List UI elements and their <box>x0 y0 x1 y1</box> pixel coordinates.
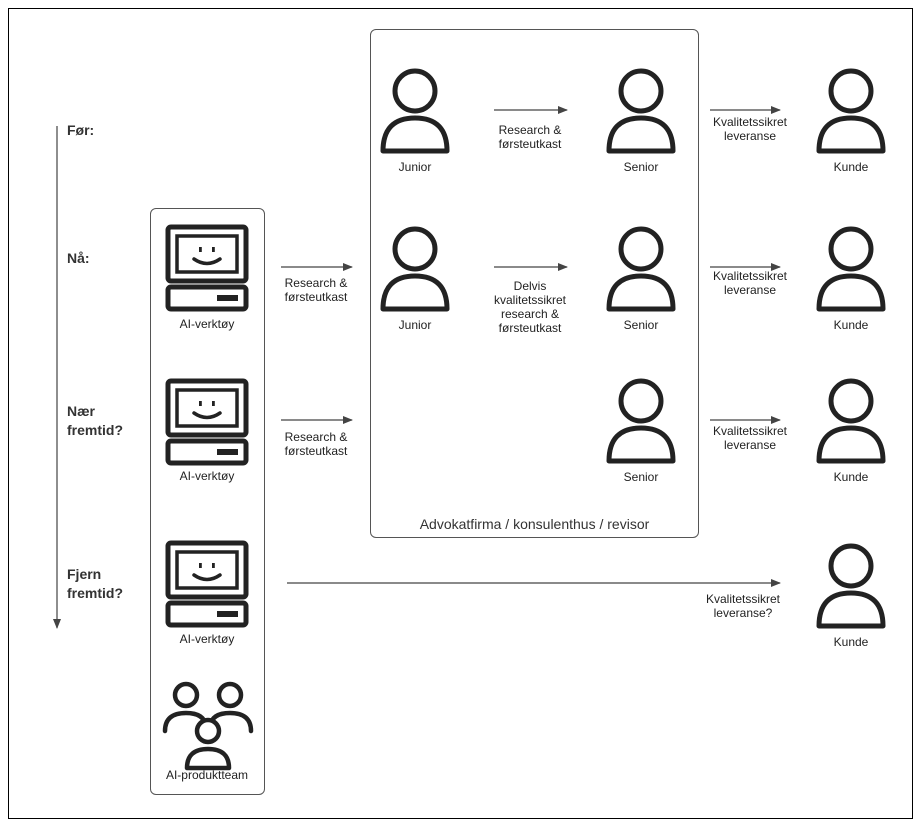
ai-tool-label-now: AI-verktøy <box>179 317 235 331</box>
row-label-far-future: Fjern fremtid? <box>67 565 123 603</box>
flow-line: leveranse <box>723 283 777 297</box>
row-label-near-line1: Nær <box>67 403 96 419</box>
client-label-before: Kunde <box>833 160 869 174</box>
client-label-now: Kunde <box>833 318 869 332</box>
firm-box <box>370 29 699 538</box>
computer-icon <box>165 224 249 312</box>
row-label-before: Før: <box>67 122 95 138</box>
flow-label-partial-now: Delvis kvalitetssikret research & første… <box>475 279 585 335</box>
ai-team-label: AI-produktteam <box>165 768 249 782</box>
computer-icon <box>165 378 249 466</box>
flow-line: Kvalitetssikret <box>712 115 788 129</box>
row-label-now: Nå: <box>67 250 90 266</box>
row-label-near-line2: fremtid? <box>67 422 123 438</box>
flow-line: Research & <box>284 430 348 444</box>
person-icon <box>606 378 676 464</box>
flow-line: leveranse <box>723 129 777 143</box>
person-icon <box>816 226 886 312</box>
senior-label-near: Senior <box>623 470 659 484</box>
flow-line: Kvalitetssikret <box>712 269 788 283</box>
flow-label-research-now: Research & førsteutkast <box>266 276 366 304</box>
row-label-near-future: Nær fremtid? <box>67 402 123 440</box>
flow-label-qa-now: Kvalitetssikret leveranse <box>695 269 805 297</box>
client-label-near: Kunde <box>833 470 869 484</box>
person-icon <box>816 543 886 629</box>
junior-label-before: Junior <box>398 160 432 174</box>
flow-line: førsteutkast <box>284 290 348 304</box>
flow-line: kvalitetssikret <box>493 293 567 307</box>
flow-line: førsteutkast <box>284 444 348 458</box>
flow-line: førsteutkast <box>498 137 562 151</box>
computer-icon <box>165 540 249 628</box>
flow-line: førsteutkast <box>498 321 562 335</box>
firm-label: Advokatfirma / konsulenthus / revisor <box>419 516 650 532</box>
person-icon <box>816 378 886 464</box>
person-icon <box>606 226 676 312</box>
person-icon <box>606 68 676 154</box>
flow-line: leveranse? <box>713 606 773 620</box>
flow-label-research-near: Research & førsteutkast <box>266 430 366 458</box>
person-icon <box>816 68 886 154</box>
diagram-frame <box>8 8 913 819</box>
ai-tool-label-near: AI-verktøy <box>179 469 235 483</box>
flow-line: Research & <box>284 276 348 290</box>
flow-line: leveranse <box>723 438 777 452</box>
flow-line: Delvis <box>513 279 547 293</box>
flow-line: Kvalitetssikret <box>705 592 781 606</box>
senior-label-before: Senior <box>623 160 659 174</box>
flow-line: Kvalitetssikret <box>712 424 788 438</box>
flow-label-research-before: Research & førsteutkast <box>480 123 580 151</box>
flow-label-qa-near: Kvalitetssikret leveranse <box>695 424 805 452</box>
ai-column-box <box>150 208 265 795</box>
person-icon <box>380 226 450 312</box>
person-icon <box>380 68 450 154</box>
flow-line: Research & <box>498 123 562 137</box>
row-label-far-line1: Fjern <box>67 566 102 582</box>
ai-tool-label-far: AI-verktøy <box>179 632 235 646</box>
junior-label-now: Junior <box>398 318 432 332</box>
row-label-far-line2: fremtid? <box>67 585 123 601</box>
client-label-far: Kunde <box>833 635 869 649</box>
group-icon <box>162 676 254 772</box>
flow-label-qa-before: Kvalitetssikret leveranse <box>695 115 805 143</box>
flow-line: research & <box>500 307 560 321</box>
flow-label-qa-far: Kvalitetssikret leveranse? <box>688 592 798 620</box>
senior-label-now: Senior <box>623 318 659 332</box>
